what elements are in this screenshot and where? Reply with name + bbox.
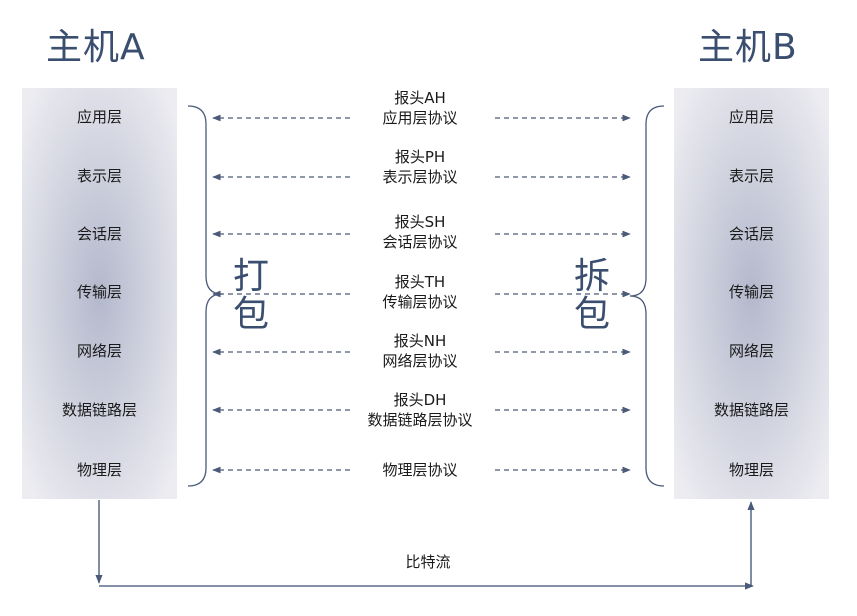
host-a-layer-network: 网络层: [76, 342, 122, 360]
host-a-layer-datalink: 数据链路层: [61, 401, 137, 419]
protocol-name: 传输层协议: [382, 293, 458, 311]
protocol-header: 报头NH: [393, 332, 447, 350]
protocol-label-presentation: 报头PH 表示层协议: [330, 147, 510, 187]
bitstream-label: 比特流: [405, 553, 451, 571]
protocol-header: 报头TH: [394, 273, 446, 291]
host-a-title: 主机A: [46, 27, 146, 68]
protocol-header: 报头PH: [394, 148, 446, 166]
protocol-label-datalink: 报头DH 数据链路层协议: [330, 390, 510, 430]
pack-label-char-2: 包: [232, 294, 269, 335]
host-a-stack-background: [22, 88, 177, 499]
host-b-layer-datalink: 数据链路层: [713, 401, 789, 419]
unpack-brace: [629, 105, 665, 487]
host-a-layer-transport: 传输层: [76, 283, 122, 301]
protocol-header: 报头DH: [393, 391, 447, 409]
unpack-label: 拆 包: [572, 258, 612, 334]
host-b-layer-network: 网络层: [728, 342, 774, 360]
host-b-stack-background: [674, 88, 829, 499]
unpack-label-char-1: 拆: [573, 256, 610, 297]
protocol-name: 网络层协议: [382, 352, 458, 370]
host-b-layer-transport: 传输层: [728, 283, 774, 301]
host-a-layer-physical: 物理层: [76, 461, 122, 479]
protocol-header: 报头AH: [394, 89, 446, 107]
protocol-name: 物理层协议: [382, 461, 458, 479]
host-b-layer-session: 会话层: [728, 225, 774, 243]
host-b-layer-stack: 应用层 表示层 会话层 传输层 网络层 数据链路层 物理层: [674, 88, 829, 499]
host-b-title: 主机B: [698, 27, 798, 68]
pack-brace: [187, 105, 223, 487]
pack-label-char-1: 打: [232, 256, 269, 297]
protocol-label-transport: 报头TH 传输层协议: [330, 272, 510, 312]
protocol-arrows-right: [495, 114, 631, 474]
unpack-label-char-2: 包: [573, 294, 610, 335]
host-a-layer-stack: 应用层 表示层 会话层 传输层 网络层 数据链路层 物理层: [22, 88, 177, 499]
bitstream-path: [95, 500, 755, 590]
host-b-layer-physical: 物理层: [728, 461, 774, 479]
pack-label: 打 包: [231, 258, 271, 334]
host-a-layer-presentation: 表示层: [76, 167, 122, 185]
protocol-header: 报头SH: [394, 213, 446, 231]
protocol-arrows-left: [212, 114, 350, 474]
protocol-name: 表示层协议: [382, 168, 458, 186]
host-a-layer-application: 应用层: [76, 108, 122, 126]
host-b-layer-application: 应用层: [728, 108, 774, 126]
protocol-label-network: 报头NH 网络层协议: [330, 331, 510, 371]
host-b-layer-presentation: 表示层: [728, 167, 774, 185]
protocol-label-physical: 物理层协议: [330, 460, 510, 480]
host-a-layer-session: 会话层: [76, 225, 122, 243]
protocol-name: 会话层协议: [382, 233, 458, 251]
protocol-label-session: 报头SH 会话层协议: [330, 212, 510, 252]
protocol-label-application: 报头AH 应用层协议: [330, 88, 510, 128]
protocol-name: 应用层协议: [382, 109, 458, 127]
protocol-name: 数据链路层协议: [367, 411, 473, 429]
